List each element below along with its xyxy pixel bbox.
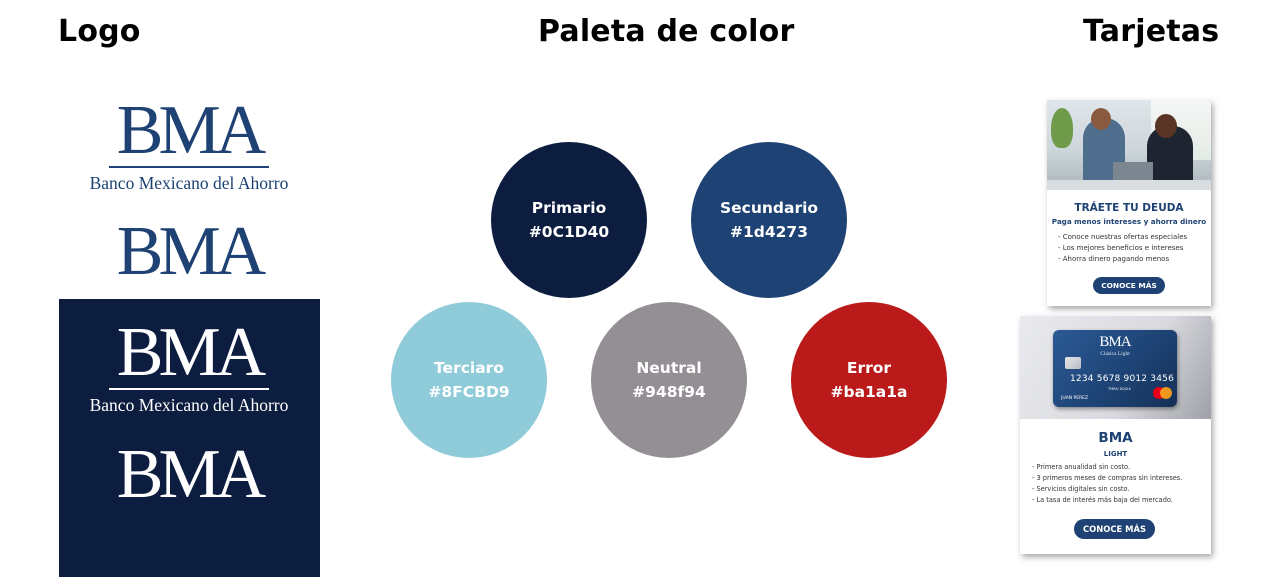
conoce-mas-button[interactable]: CONOCE MÁS (1074, 519, 1155, 539)
logo-heading: Logo (58, 14, 141, 49)
list-item: - 3 primeros meses de compras sin intere… (1032, 474, 1183, 482)
credit-card-image: BMA Clásica Light 1234 5678 9012 3456 TH… (1053, 330, 1177, 407)
mastercard-icon-overlap (1160, 387, 1172, 399)
logo-dark-background (59, 299, 320, 577)
card-title: BMA (1098, 430, 1133, 446)
card-photo (1047, 100, 1211, 190)
chip-icon (1065, 357, 1081, 369)
conoce-mas-button[interactable]: CONOCE MÁS (1093, 277, 1165, 294)
swatch-hex: #0C1D40 (528, 223, 610, 241)
swatch-hex: #948f94 (632, 383, 706, 401)
card-title: TRÁETE TU DEUDA (1074, 202, 1184, 214)
swatch-name: Terciaro (434, 359, 504, 377)
swatch-name: Primario (531, 199, 607, 217)
credit-card-product: Clásica Light (1100, 351, 1130, 357)
list-item: - Servicios digitales sin costo. (1032, 485, 1130, 493)
credit-card-thru: THRU 00/24 (1108, 386, 1131, 391)
swatch-primario: Primario #0C1D40 (491, 142, 647, 298)
credit-card-brand: BMA (1099, 334, 1131, 350)
swatch-hex: #ba1a1a (830, 383, 908, 401)
swatch-hex: #8FCBD9 (428, 383, 510, 401)
card-benefits-list: - Primera anualidad sin costo. - 3 prime… (1032, 462, 1182, 506)
logo-wordmark: BMA (116, 213, 266, 290)
logo-tagline: Banco Mexicano del Ahorro (89, 173, 289, 193)
list-item: - Conoce nuestras ofertas especiales (1058, 233, 1188, 241)
swatch-name: Error (846, 359, 892, 377)
list-item: - Los mejores beneficios e intereses (1058, 244, 1184, 252)
list-item: - Primera anualidad sin costo. (1032, 463, 1131, 471)
swatch-error: Error #ba1a1a (791, 302, 947, 458)
cards-heading: Tarjetas (1083, 14, 1220, 49)
logo-wordmark: BMA (116, 92, 266, 169)
logo-rule (109, 388, 269, 390)
list-item: - La tasa de interés más baja del mercad… (1032, 496, 1173, 504)
card-debt-transfer: TRÁETE TU DEUDA Paga menos intereses y a… (1047, 100, 1211, 306)
credit-card-holder: JUAN PEREZ (1061, 396, 1089, 401)
logo-tagline: Banco Mexicano del Ahorro (89, 395, 289, 415)
palette-heading: Paleta de color (538, 14, 795, 49)
swatch-terciaro: Terciaro #8FCBD9 (391, 302, 547, 458)
swatch-name: Neutral (636, 359, 702, 377)
swatch-neutral: Neutral #948f94 (591, 302, 747, 458)
card-image: BMA Clásica Light 1234 5678 9012 3456 TH… (1020, 316, 1211, 419)
logo-rule (109, 166, 269, 168)
card-subtitle: Paga menos intereses y ahorra dinero (1051, 217, 1207, 226)
card-bma-light: BMA Clásica Light 1234 5678 9012 3456 TH… (1020, 316, 1211, 554)
logo-wordmark: BMA (116, 314, 266, 391)
swatch-secundario: Secundario #1d4273 (691, 142, 847, 298)
swatch-hex: #1d4273 (729, 223, 808, 241)
card-benefits-list: - Conoce nuestras ofertas especiales - L… (1058, 232, 1187, 265)
logo-wordmark: BMA (116, 436, 266, 513)
credit-card-number: 1234 5678 9012 3456 (1070, 374, 1174, 384)
card-subtitle: LIGHT (1103, 450, 1128, 458)
swatch-name: Secundario (719, 199, 819, 217)
list-item: - Ahorra dinero pagando menos (1058, 255, 1170, 263)
